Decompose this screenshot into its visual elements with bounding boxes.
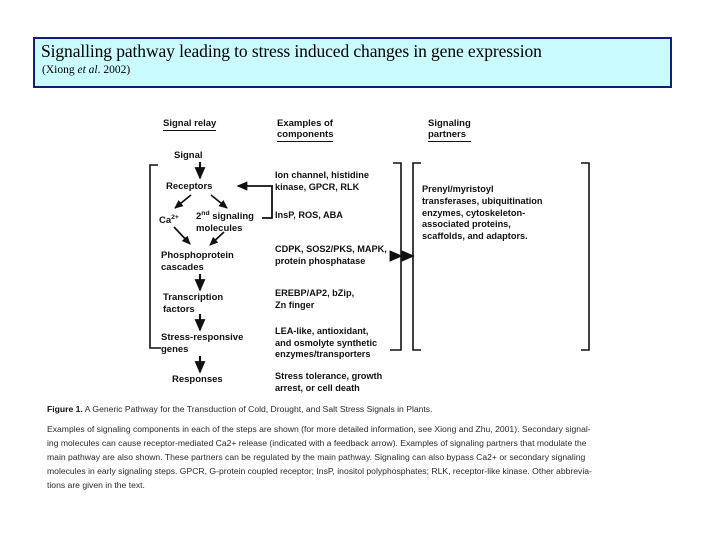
figure-diagram: Signal relay Examples of components Sign… bbox=[0, 100, 720, 400]
caption-title-text: A Generic Pathway for the Transduction o… bbox=[82, 404, 433, 414]
diagram-connectors bbox=[149, 162, 590, 374]
citation-year: . 2002) bbox=[97, 64, 131, 76]
caption-line-3: main pathway are also shown. These partn… bbox=[47, 452, 586, 462]
node-receptors: Receptors bbox=[166, 181, 213, 192]
caption-line-4: molecules in early signaling steps. GPCR… bbox=[47, 466, 592, 476]
caption-label: Figure 1. bbox=[47, 404, 83, 414]
node-responses: Responses bbox=[172, 374, 223, 385]
header-signaling-partners: Signaling partners bbox=[428, 118, 471, 142]
component-stress-genes: LEA-like, antioxidant, and osmolyte synt… bbox=[275, 326, 378, 359]
node-transcription-factors: Transcription factors bbox=[163, 292, 224, 315]
arrow-receptors-to-second-messenger bbox=[210, 194, 228, 209]
citation-prefix: (Xiong bbox=[42, 64, 78, 76]
node-second-messenger: 2nd signaling molecules bbox=[196, 210, 254, 234]
partners-content: Prenyl/myristoyl transferases, ubiquitin… bbox=[422, 184, 543, 242]
node-signal: Signal bbox=[174, 150, 203, 161]
component-transcription-factors: EREBP/AP2, bZip, Zn finger bbox=[275, 288, 355, 310]
arrow-receptors-to-calcium bbox=[174, 194, 192, 209]
arrow-calcium-to-phosphoprotein bbox=[173, 226, 191, 245]
partners-bracket-left bbox=[412, 162, 421, 351]
caption-title-line: Figure 1. A Generic Pathway for the Tran… bbox=[47, 404, 702, 414]
caption-line-1: Examples of signaling components in each… bbox=[47, 424, 591, 434]
node-phosphoprotein-cascades: Phosphoprotein cascades bbox=[161, 250, 234, 273]
partners-bracket-right bbox=[581, 162, 590, 351]
page-title: Signalling pathway leading to stress ind… bbox=[41, 41, 542, 61]
caption-line-5: tions are given in the text. bbox=[47, 480, 145, 490]
citation-subtitle: (Xiong et al. 2002) bbox=[42, 64, 130, 76]
component-second-messengers: InsP, ROS, ABA bbox=[275, 210, 343, 220]
node-calcium: Ca2+ bbox=[159, 214, 179, 227]
components-bracket bbox=[390, 162, 402, 351]
component-responses: Stress tolerance, growth arrest, or cell… bbox=[275, 371, 383, 393]
left-bracket bbox=[149, 164, 161, 349]
component-kinases: CDPK, SOS2/PKS, MAPK, protein phosphatas… bbox=[275, 244, 387, 266]
citation-etal: et al bbox=[77, 64, 98, 76]
caption-line-2: ing molecules can cause receptor-mediate… bbox=[47, 438, 587, 448]
arrow-second-messenger-to-phosphoprotein bbox=[209, 231, 225, 246]
feedback-arrow bbox=[236, 181, 273, 219]
figure-caption: Figure 1. A Generic Pathway for the Tran… bbox=[47, 404, 702, 492]
node-stress-responsive-genes: Stress-responsive genes bbox=[161, 332, 244, 355]
header-signal-relay: Signal relay bbox=[163, 118, 217, 131]
slide-title-banner: Signalling pathway leading to stress ind… bbox=[33, 37, 672, 88]
component-receptors: Ion channel, histidine kinase, GPCR, RLK bbox=[275, 170, 369, 192]
header-examples-of-components: Examples of components bbox=[277, 118, 334, 142]
